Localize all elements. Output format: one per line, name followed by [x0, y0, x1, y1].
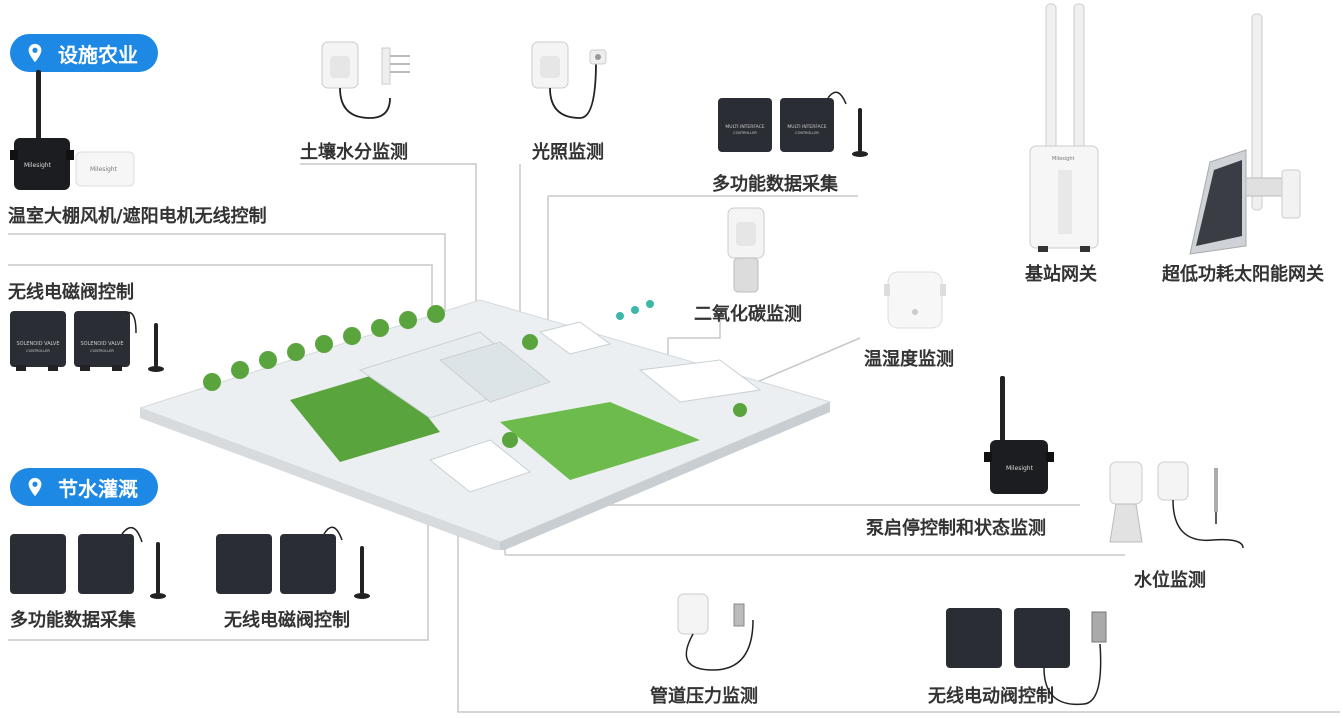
- electric-valve-controllers: [946, 608, 1107, 706]
- solenoid-controllers-top: SOLENOID VALVE CONTROLLER SOLENOID VALVE…: [10, 311, 164, 372]
- pipe-pressure-sensor: [677, 593, 754, 671]
- pump-controller-device: Milesight: [984, 376, 1054, 494]
- svg-text:Milesight: Milesight: [1006, 465, 1034, 472]
- location-pin-icon: [28, 477, 42, 497]
- solenoid-controllers-bottom: [216, 526, 370, 599]
- soil-moisture-sensor: [321, 41, 410, 119]
- multi-interface-controllers-bottom: [10, 526, 166, 599]
- svg-text:CONTROLLER: CONTROLLER: [733, 131, 757, 135]
- solar-gateway-device: [1189, 13, 1301, 255]
- gateway-device: Milesight: [1029, 3, 1099, 252]
- label-gateway: 基站网关: [1025, 264, 1097, 285]
- svg-text:MULTI INTERFACE: MULTI INTERFACE: [787, 124, 826, 130]
- label-pipe-pressure: 管道压力监测: [650, 686, 758, 707]
- svg-text:CONTROLLER: CONTROLLER: [90, 349, 114, 353]
- svg-text:CONTROLLER: CONTROLLER: [26, 349, 50, 353]
- svg-text:MULTI INTERFACE: MULTI INTERFACE: [725, 124, 764, 130]
- label-greenhouse-control: 温室大棚风机/遮阳电机无线控制: [8, 206, 267, 227]
- light-sensor: [531, 41, 607, 119]
- svg-text:CONTROLLER: CONTROLLER: [795, 131, 819, 135]
- section-facility-badge: 设施农业: [10, 34, 158, 72]
- section-irrigation-badge: 节水灌溉: [10, 468, 158, 506]
- location-pin-icon: [28, 43, 42, 63]
- label-temp-humidity: 温湿度监测: [864, 349, 954, 370]
- svg-text:SOLENOID VALVE: SOLENOID VALVE: [17, 341, 60, 347]
- water-level-sensors: [1109, 461, 1244, 549]
- device-brand-text: Milesight: [90, 166, 118, 173]
- temp-humidity-sensor: [884, 271, 946, 329]
- label-electric-valve: 无线电动阀控制: [928, 686, 1054, 707]
- greenhouse-controller-device: Milesight Milesight: [10, 70, 135, 190]
- farm-illustration: [140, 299, 832, 550]
- section-facility-label: 设施农业: [58, 42, 138, 67]
- section-irrigation-label: 节水灌溉: [58, 476, 138, 501]
- label-multi-collect-top: 多功能数据采集: [712, 174, 838, 195]
- device-brand-text: Milesight: [24, 162, 52, 169]
- label-soil-moisture: 土壤水分监测: [300, 142, 408, 163]
- label-pump: 泵启停控制和状态监测: [866, 518, 1046, 539]
- svg-text:Milesight: Milesight: [1052, 156, 1075, 162]
- svg-text:SOLENOID VALVE: SOLENOID VALVE: [81, 341, 124, 347]
- multi-interface-controllers-top: MULTI INTERFACE CONTROLLER MULTI INTERFA…: [718, 91, 868, 157]
- label-water-level: 水位监测: [1134, 570, 1206, 591]
- co2-sensor: [727, 207, 765, 293]
- label-solar-gateway: 超低功耗太阳能网关: [1162, 264, 1324, 285]
- label-multi-collect-bottom: 多功能数据采集: [10, 610, 136, 631]
- label-light: 光照监测: [532, 142, 604, 163]
- label-valve-control: 无线电磁阀控制: [8, 282, 134, 303]
- label-valve-bottom: 无线电磁阀控制: [224, 610, 350, 631]
- label-co2: 二氧化碳监测: [694, 304, 802, 325]
